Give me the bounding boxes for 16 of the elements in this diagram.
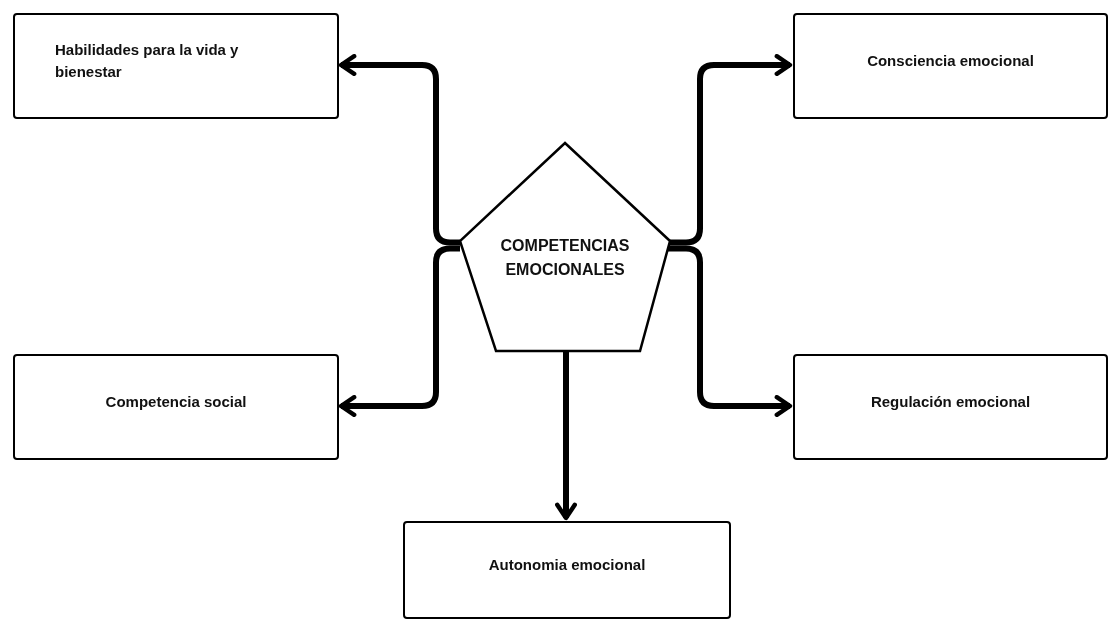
arrow — [338, 54, 460, 246]
box-label: Habilidades para la vida y bienestar — [55, 40, 240, 82]
box-label: Competencia social — [105, 392, 247, 413]
arrow — [338, 245, 460, 417]
arrow — [555, 351, 577, 521]
box-label: Consciencia emocional — [867, 51, 1034, 72]
box-label: Autonomia emocional — [488, 555, 646, 576]
arrow — [668, 245, 793, 417]
center-title: COMPETENCIAS EMOCIONALES — [499, 236, 631, 280]
process-box — [403, 521, 731, 619]
box-label: Regulación emocional — [870, 392, 1031, 413]
arrow — [668, 54, 793, 246]
process-box — [13, 13, 339, 119]
process-box — [793, 354, 1108, 460]
process-box — [13, 354, 339, 460]
process-box — [793, 13, 1108, 119]
